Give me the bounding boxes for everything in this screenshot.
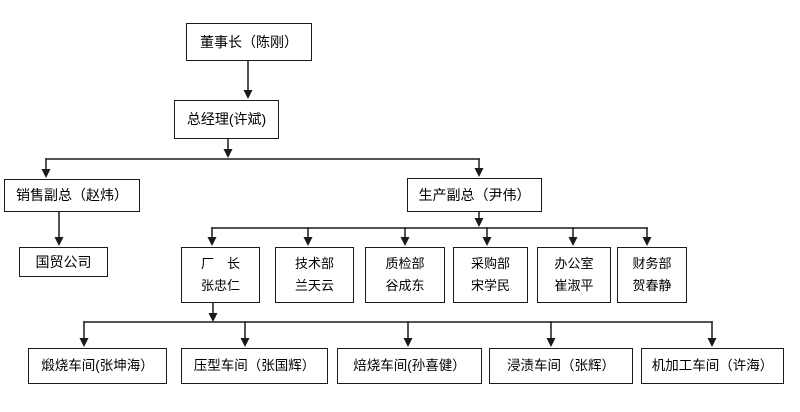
trade-company-box: 国贸公司 (19, 247, 108, 277)
department-head-name: 宋学民 (470, 278, 510, 293)
workshop-box-machining: 机加工车间（许海） (641, 348, 784, 384)
workshop-box-calcining: 煅烧车间(张坤海） (28, 348, 167, 384)
workshop-box-roasting: 焙烧车间(孙喜健） (337, 348, 482, 384)
department-title: 财务部 (632, 256, 672, 271)
department-box-factory-director: 厂 长 张忠仁 (181, 247, 260, 303)
chairman-box: 董事长（陈刚） (186, 23, 312, 61)
general-manager-box: 总经理(许斌) (174, 100, 279, 139)
department-box-purchasing: 采购部 宋学民 (453, 247, 528, 303)
department-title: 质检部 (385, 256, 425, 271)
department-box-technology: 技术部 兰天云 (275, 247, 354, 303)
department-box-finance: 财务部 贺春静 (617, 247, 687, 303)
department-box-quality: 质检部 谷成东 (365, 247, 445, 303)
department-title: 采购部 (470, 256, 510, 271)
department-box-office: 办公室 崔淑平 (537, 247, 611, 303)
department-head-name: 崔淑平 (554, 278, 594, 293)
sales-vp-box: 销售副总（赵炜） (4, 179, 140, 212)
workshop-box-pressing: 压型车间（张国辉） (181, 348, 328, 384)
department-title: 技术部 (294, 256, 334, 271)
production-vp-box: 生产副总（尹伟） (407, 178, 542, 212)
department-title: 办公室 (554, 256, 594, 271)
department-head-name: 张忠仁 (200, 278, 240, 293)
department-head-name: 贺春静 (632, 278, 672, 293)
workshop-box-impregnation: 浸渍车间（张辉） (489, 348, 633, 384)
department-title: 厂 长 (200, 256, 240, 271)
department-head-name: 兰天云 (294, 278, 334, 293)
department-head-name: 谷成东 (385, 278, 425, 293)
